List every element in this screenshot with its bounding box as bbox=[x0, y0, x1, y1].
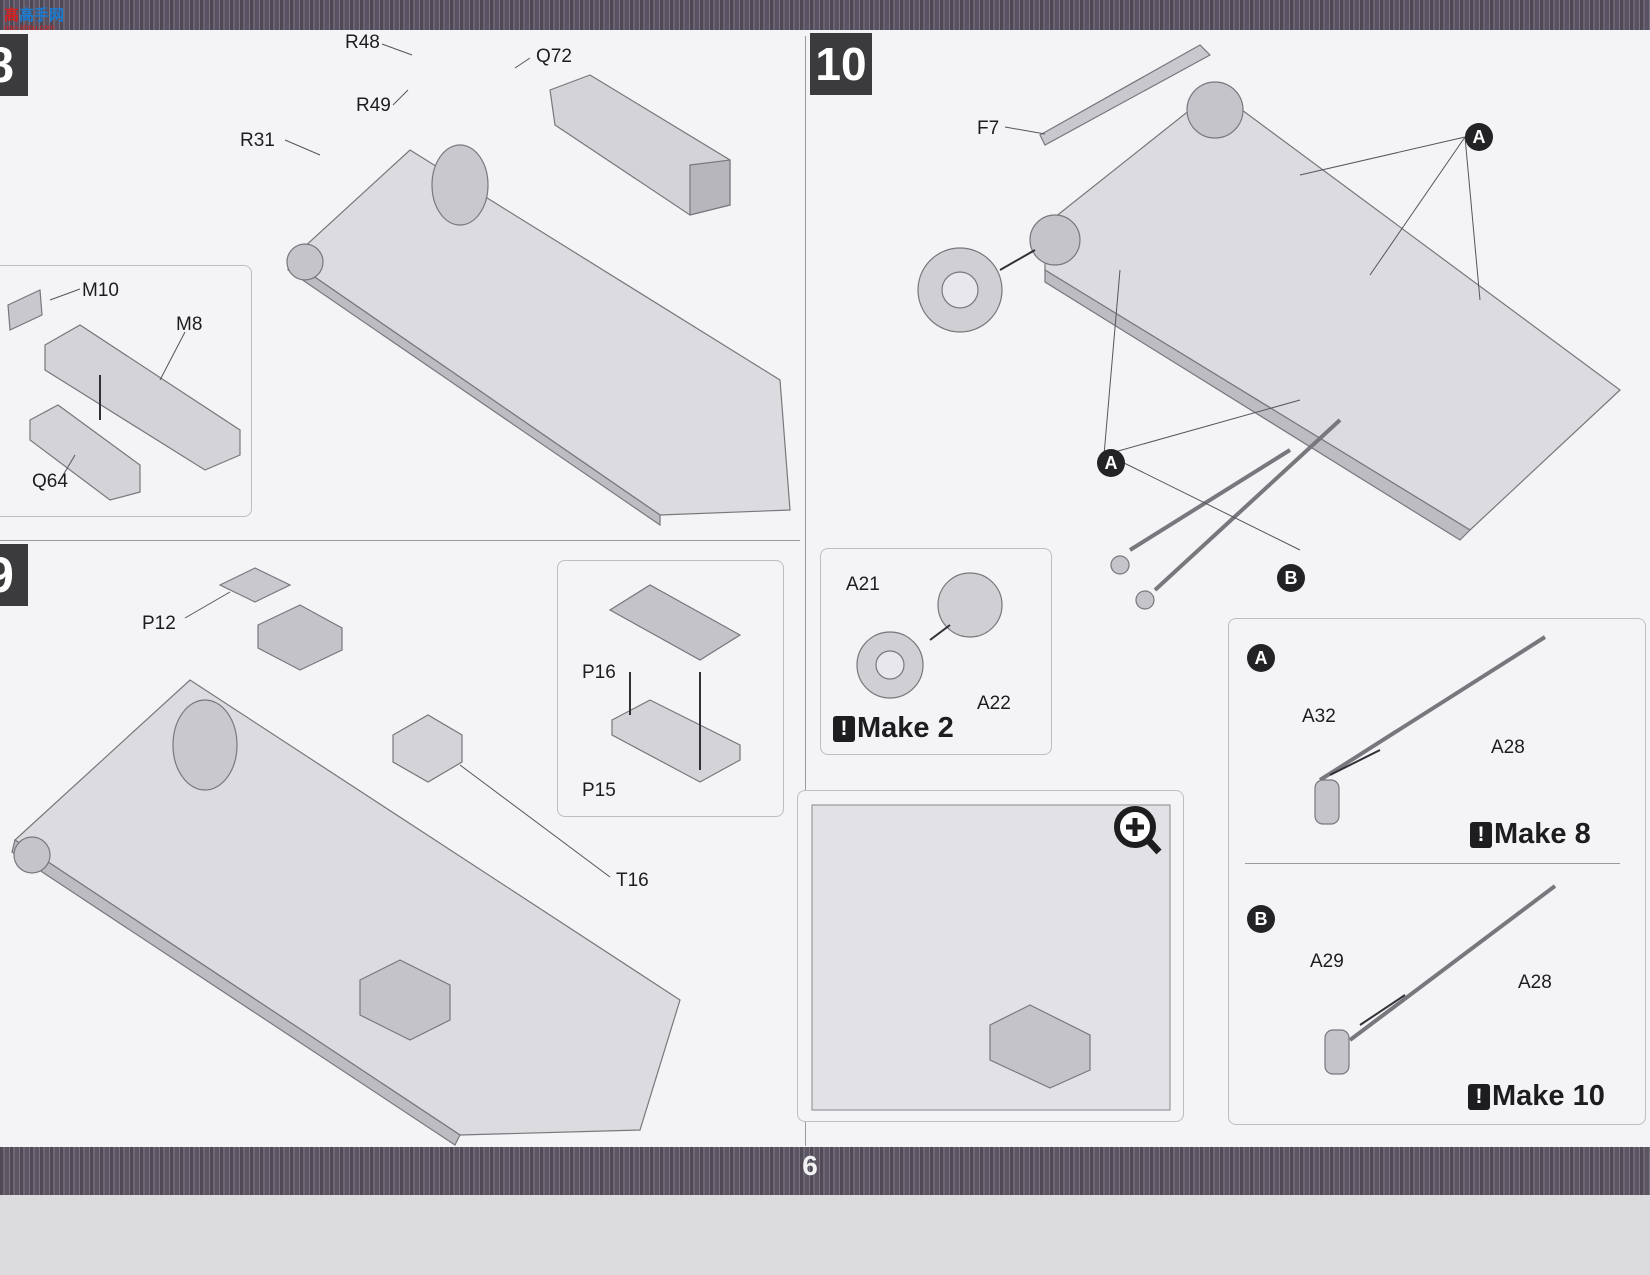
step-10-hull-floor bbox=[1044, 89, 1621, 531]
make-2-instruction: !Make 2 bbox=[833, 712, 954, 745]
step-9-box-shape bbox=[257, 604, 343, 671]
part-T16-shape bbox=[359, 959, 451, 1041]
part-label-R48: R48 bbox=[345, 32, 380, 53]
part-label-A29: A29 bbox=[1310, 951, 1344, 972]
callout-B-badge: B bbox=[1277, 564, 1305, 592]
part-label-Q64: Q64 bbox=[32, 471, 68, 492]
make-10-instruction: !Make 10 bbox=[1468, 1080, 1605, 1113]
part-label-T16: T16 bbox=[616, 870, 649, 891]
step-10-sprocket-panel bbox=[820, 548, 1052, 755]
part-P12-shape bbox=[218, 567, 292, 603]
part-F7-shape bbox=[1039, 44, 1211, 146]
step-9-hull-side bbox=[11, 839, 461, 1146]
page-number: 6 bbox=[802, 1150, 818, 1181]
axle-B-diagram bbox=[1324, 884, 1557, 1075]
part-Q64-shape bbox=[29, 404, 141, 501]
assembly-arrow bbox=[929, 624, 951, 641]
part-label-R49: R49 bbox=[356, 95, 391, 116]
step-10-hull-side bbox=[1044, 268, 1471, 541]
top-border-stripe bbox=[0, 0, 1650, 30]
part-label-A28: A28 bbox=[1518, 972, 1552, 993]
assembly-arrow bbox=[999, 249, 1036, 271]
part-label-M10: M10 bbox=[82, 280, 119, 301]
step-9-badge: 9 bbox=[0, 544, 28, 606]
sub-A-badge: A bbox=[1247, 644, 1275, 672]
part-label-F7: F7 bbox=[977, 118, 1000, 139]
make-8-instruction: !Make 8 bbox=[1470, 818, 1591, 851]
zoom-magnifier-icon bbox=[1114, 806, 1162, 855]
battery-box-shape bbox=[392, 714, 463, 783]
part-label-A22: A22 bbox=[977, 693, 1011, 714]
part-M10-shape bbox=[7, 289, 43, 331]
part-label-A28: A28 bbox=[1491, 737, 1525, 758]
step-10-axle-subassembly-panel bbox=[1228, 618, 1646, 1125]
part-label-M8: M8 bbox=[176, 314, 203, 335]
step-8-sprocket-housing bbox=[431, 144, 489, 226]
sub-B-badge: B bbox=[1247, 905, 1275, 933]
step-10-drive-hub bbox=[1029, 214, 1081, 266]
step-8-badge: 8 bbox=[0, 34, 28, 96]
axle-A-diagram bbox=[1314, 635, 1547, 825]
assembly-arrow bbox=[1359, 994, 1406, 1026]
step-9-drive-hub bbox=[13, 836, 51, 874]
step-divider-horizontal bbox=[0, 540, 800, 541]
scanner-background bbox=[0, 1195, 1650, 1275]
step-9-sprocket-housing bbox=[172, 699, 238, 791]
callout-A-badge: A bbox=[1097, 449, 1125, 477]
part-label-A32: A32 bbox=[1302, 706, 1336, 727]
step-10-badge: 10 bbox=[810, 33, 872, 95]
part-label-P15: P15 bbox=[582, 780, 616, 801]
part-A21-shape bbox=[937, 572, 1003, 638]
part-M8-shape bbox=[44, 324, 241, 471]
callout-A-badge: A bbox=[1465, 123, 1493, 151]
warning-icon: ! bbox=[1468, 1084, 1490, 1110]
warning-icon: ! bbox=[833, 716, 855, 742]
bottom-border-stripe bbox=[0, 1147, 1650, 1195]
part-label-P16: P16 bbox=[582, 662, 616, 683]
assembly-arrow bbox=[1329, 749, 1381, 776]
part-label-Q72: Q72 bbox=[536, 46, 572, 67]
part-label-P12: P12 bbox=[142, 613, 176, 634]
step-divider-vertical bbox=[805, 36, 806, 1146]
subassembly-divider bbox=[1245, 863, 1620, 864]
step-10-idler-hub bbox=[1186, 81, 1244, 139]
part-P16-shape bbox=[608, 584, 742, 661]
step-8-drive-hub bbox=[286, 243, 324, 281]
torsion-bar-B bbox=[1110, 418, 1342, 610]
part-label-A21: A21 bbox=[846, 574, 880, 595]
part-P15-shape bbox=[611, 699, 741, 783]
warning-icon: ! bbox=[1470, 822, 1492, 848]
part-label-R31: R31 bbox=[240, 130, 275, 151]
